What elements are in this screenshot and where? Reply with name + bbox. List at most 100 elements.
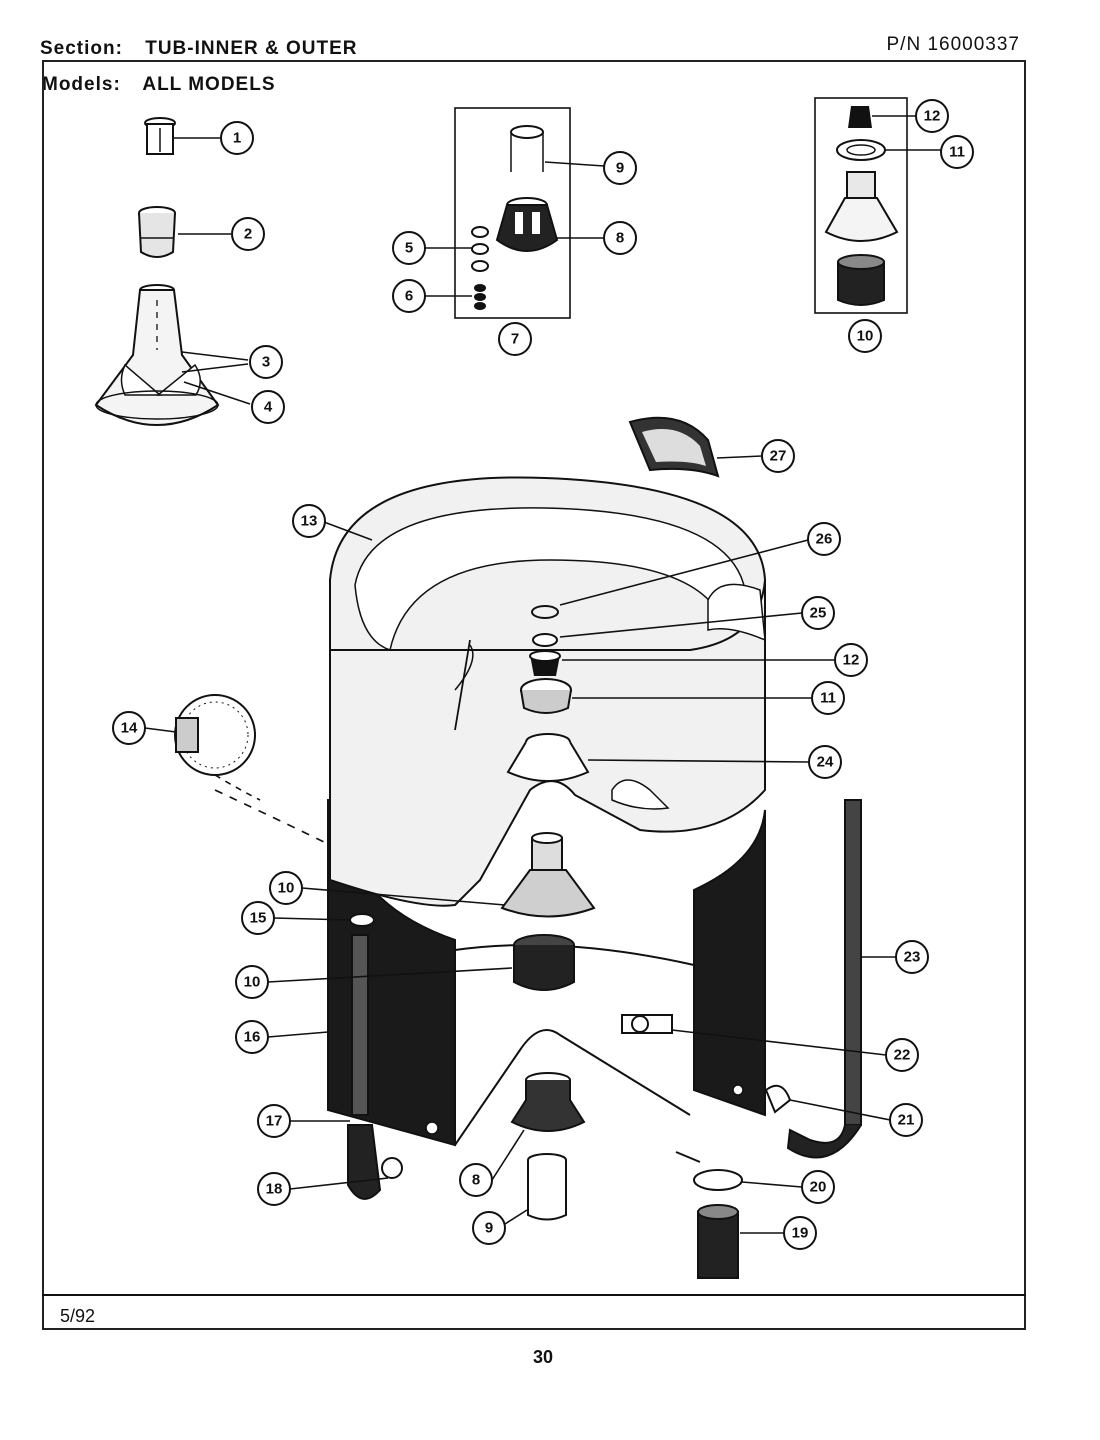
svg-text:19: 19 <box>792 1225 809 1242</box>
callout-21: 21 <box>889 1103 923 1137</box>
part-12-nut <box>529 650 561 676</box>
kit-part-10-hub <box>824 171 899 306</box>
svg-text:2: 2 <box>244 226 252 243</box>
svg-text:8: 8 <box>472 1172 480 1189</box>
callout-8: 8 <box>459 1163 493 1197</box>
svg-text:25: 25 <box>810 605 827 622</box>
callout-12: 12 <box>834 643 868 677</box>
svg-text:18: 18 <box>266 1181 283 1198</box>
part-26-snap-ring <box>531 605 559 619</box>
svg-text:20: 20 <box>810 1179 827 1196</box>
models-heading: Models: ALL MODELS <box>42 74 276 96</box>
callout-24: 24 <box>808 745 842 779</box>
part-3-agitator <box>94 284 220 426</box>
svg-text:14: 14 <box>121 720 138 737</box>
callout-20: 20 <box>801 1170 835 1204</box>
part-20-clamp <box>675 1151 743 1191</box>
callout-22: 22 <box>885 1038 919 1072</box>
svg-text:13: 13 <box>301 513 318 530</box>
svg-text:10: 10 <box>244 974 261 991</box>
part-21-clamp <box>764 1084 792 1114</box>
callout-14: 14 <box>112 711 146 745</box>
svg-text:21: 21 <box>898 1112 915 1129</box>
svg-text:24: 24 <box>817 754 834 771</box>
callout-11: 11 <box>811 681 845 715</box>
svg-text:17: 17 <box>266 1113 283 1130</box>
part-9-tube <box>527 1153 567 1221</box>
kit-part-8-cam <box>495 197 559 252</box>
svg-text:7: 7 <box>511 331 519 348</box>
svg-text:23: 23 <box>904 949 921 966</box>
kit-10-box <box>814 97 908 314</box>
svg-text:6: 6 <box>405 288 413 305</box>
svg-text:22: 22 <box>894 1047 911 1064</box>
callout-bubbles: 1 2 3 4 5 6 7 8 9 10 11 12 13 14 15 16 1… <box>112 99 974 1250</box>
svg-text:5: 5 <box>405 240 413 257</box>
callout-8-inset: 8 <box>603 221 637 255</box>
kit-part-5-washers <box>471 226 489 272</box>
callout-7: 7 <box>498 322 532 356</box>
part-number: P/N 16000337 <box>886 34 1020 55</box>
part-18-clamp-elbow <box>347 1124 403 1200</box>
models-value: ALL MODELS <box>142 74 276 95</box>
kit-part-11-ring <box>836 139 886 161</box>
callout-4: 4 <box>251 390 285 424</box>
part-11-ring-nut <box>520 678 572 714</box>
svg-text:12: 12 <box>843 652 860 669</box>
diagram-frame <box>42 60 1026 1330</box>
callout-18: 18 <box>257 1172 291 1206</box>
part-1-plug <box>144 117 176 155</box>
callout-13: 13 <box>292 504 326 538</box>
svg-text:27: 27 <box>770 448 787 465</box>
callout-26: 26 <box>807 522 841 556</box>
callout-27: 27 <box>761 439 795 473</box>
svg-text:10: 10 <box>278 880 295 897</box>
callout-10-inset: 10 <box>848 319 882 353</box>
callout-11-inset: 11 <box>940 135 974 169</box>
callout-3: 3 <box>249 345 283 379</box>
part-8-cam <box>510 1072 586 1132</box>
section-label: Section: <box>40 38 123 59</box>
kit-part-6-balls <box>474 284 486 310</box>
svg-text:11: 11 <box>820 690 836 707</box>
callout-2: 2 <box>231 217 265 251</box>
svg-text:10: 10 <box>857 328 874 345</box>
callout-10-lower: 10 <box>235 965 269 999</box>
section-value: TUB-INNER & OUTER <box>145 38 358 59</box>
leader-lines <box>144 115 942 1234</box>
part-17-hose <box>351 934 369 1116</box>
callout-15: 15 <box>241 901 275 935</box>
callout-16: 16 <box>235 1020 269 1054</box>
svg-text:3: 3 <box>262 354 270 371</box>
kit-7-box <box>454 107 571 319</box>
svg-text:9: 9 <box>485 1220 493 1237</box>
part-14-dial <box>174 694 331 846</box>
part-25-washer <box>532 633 558 647</box>
part-27-shield <box>628 416 720 478</box>
part-23-hose <box>786 799 862 1159</box>
callout-12-inset: 12 <box>915 99 949 133</box>
svg-text:11: 11 <box>949 144 965 161</box>
callout-5: 5 <box>392 231 426 265</box>
callout-9: 9 <box>472 1211 506 1245</box>
part-22-pump-fitting <box>621 1014 673 1034</box>
part-2-bushing <box>138 206 176 258</box>
kit-part-9-tube <box>510 125 544 172</box>
callout-10-upper: 10 <box>269 871 303 905</box>
svg-text:4: 4 <box>264 399 273 416</box>
callout-1: 1 <box>220 121 254 155</box>
callout-17: 17 <box>257 1104 291 1138</box>
revision-date: 5/92 <box>60 1306 96 1326</box>
section-heading: Section: TUB-INNER & OUTER <box>40 38 358 60</box>
part-19-drain-hose <box>697 1204 739 1279</box>
callout-9-inset: 9 <box>603 151 637 185</box>
models-label: Models: <box>42 74 121 95</box>
svg-text:1: 1 <box>233 130 241 147</box>
svg-text:12: 12 <box>924 108 941 125</box>
page-number: 30 <box>533 1347 554 1367</box>
part-10-hub-upper <box>500 832 596 918</box>
part-10-hub-lower <box>513 934 575 991</box>
callout-23: 23 <box>895 940 929 974</box>
svg-text:16: 16 <box>244 1029 261 1046</box>
